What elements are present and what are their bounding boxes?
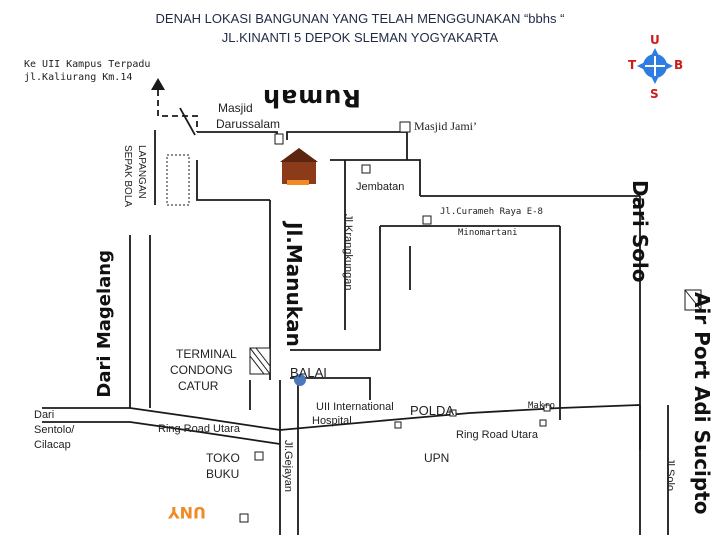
label-lapangan-line2: SEPAK BOLA — [122, 145, 133, 208]
label-dari-sentolo-line3: Cilacap — [34, 439, 71, 451]
label-ring-road-left: Ring Road Utara — [158, 423, 240, 435]
house-icon — [280, 148, 318, 185]
compass-north: U — [650, 33, 660, 47]
label-jl-krangkungan: Jl.Krangkungan — [342, 214, 354, 291]
minomartani-marker — [422, 215, 432, 225]
label-balai: BALAI — [290, 365, 327, 380]
label-dari-magelang: Dari Magelang — [94, 250, 115, 398]
label-makro: Makro — [528, 401, 556, 411]
label-campus-line2: jl.Kaliurang Km.14 — [24, 72, 133, 83]
label-dari-sentolo-line2: Sentolo/ — [34, 424, 75, 436]
label-jl-curameh: Jl.Curameh Raya E-8 — [440, 207, 543, 217]
road-balai — [290, 377, 371, 400]
label-rumah: Rumah — [262, 84, 361, 112]
label-jl-gejayan: Jl.Gejayan — [282, 440, 294, 492]
label-lapangan-line1: LAPANGAN — [136, 145, 147, 199]
north-arrow-head — [151, 78, 165, 90]
label-campus-line1: Ke UII Kampus Terpadu — [24, 59, 151, 70]
road-jembatan — [330, 159, 421, 196]
label-jembatan: Jembatan — [356, 181, 405, 193]
jembatan-marker — [361, 164, 371, 174]
label-polda: POLDA — [410, 403, 455, 418]
north-route-arrow — [157, 80, 198, 132]
map-title-line2: JL.KINANTI 5 DEPOK SLEMAN YOGYAKARTA — [221, 30, 499, 45]
label-terminal-line2: CONDONG — [170, 363, 233, 377]
label-uii-line2: Hospital — [312, 415, 352, 427]
compass-south: S — [650, 87, 659, 101]
toko-buku-marker — [254, 451, 264, 461]
balai-marker — [294, 374, 306, 386]
label-masjid-line1: Masjid — [218, 101, 253, 115]
label-terminal-line3: CATUR — [178, 379, 219, 393]
label-jl-manukan: Jl.Manukan — [282, 222, 306, 347]
label-masjid-line2: Darussalam — [216, 117, 281, 131]
polda-marker — [449, 409, 457, 417]
label-ring-road-right: Ring Road Utara — [456, 429, 538, 441]
label-toko-line2: BUKU — [206, 467, 240, 481]
upn-marker — [539, 419, 547, 427]
label-jl-solo: Jl.Solo — [664, 458, 676, 492]
label-uny: UNY — [168, 503, 206, 522]
compass-east: B — [674, 58, 684, 72]
label-minomartani: Minomartani — [458, 228, 518, 238]
label-masjid-jami: Masjid Jami’ — [414, 119, 477, 133]
compass-west: T — [628, 58, 637, 72]
makro-marker — [543, 404, 551, 412]
label-dari-sentolo-line1: Dari — [34, 409, 55, 421]
map-title-line1: DENAH LOKASI BANGUNAN YANG TELAH MENGGUN… — [155, 11, 565, 26]
compass-rose — [637, 48, 673, 84]
road-terminal-link — [290, 300, 381, 351]
road-masjid-darussalam — [179, 107, 196, 136]
label-air-port: Air Port Adi Sucipto — [690, 292, 714, 515]
label-uii-line1: UII International — [316, 401, 394, 413]
label-upn: UPN — [424, 451, 450, 465]
label-dari-solo: Dari Solo — [628, 180, 652, 283]
lapangan-field — [166, 154, 190, 206]
road-inner-block — [196, 160, 270, 201]
label-toko-line1: TOKO — [206, 451, 240, 465]
uii-hospital-marker — [394, 421, 402, 429]
ring-road-utara-lower — [42, 421, 281, 445]
masjid-darussalam-marker — [274, 133, 284, 145]
masjid-jami-marker — [399, 121, 411, 133]
label-terminal-line1: TERMINAL — [176, 347, 237, 361]
uny-marker — [239, 513, 249, 523]
